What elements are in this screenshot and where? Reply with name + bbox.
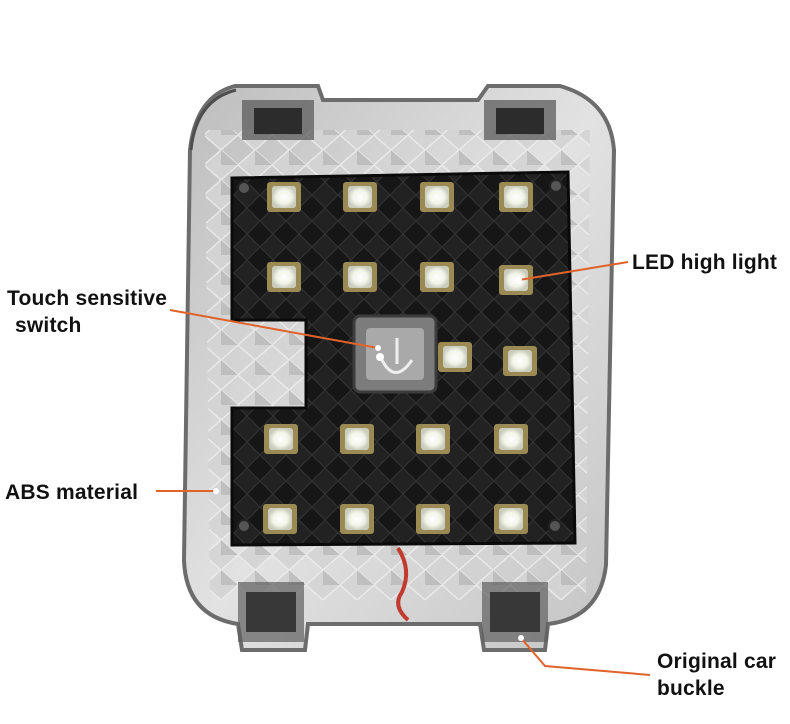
touch-switch [352, 314, 438, 394]
led-chip [267, 182, 301, 212]
callout-dot-led [516, 277, 522, 283]
led-chip [263, 504, 297, 534]
led-chip [420, 182, 454, 212]
led-chip [503, 346, 537, 376]
touch-switch-label: Touch sensitive switch [7, 285, 167, 339]
abs-material-label: ABS material [5, 479, 138, 506]
led-high-light-label: LED high light [632, 249, 777, 276]
led-chip [416, 424, 450, 454]
callout-dot-touch [375, 345, 381, 351]
power-wire [396, 546, 410, 622]
callout-dot-abs [213, 488, 219, 494]
led-chip [494, 424, 528, 454]
led-chip [499, 182, 533, 212]
touch-switch-text-line2: switch [15, 314, 82, 337]
led-array [263, 182, 537, 534]
callout-line-buckle [520, 637, 651, 676]
led-chip [343, 182, 377, 212]
led-chip [343, 262, 377, 292]
callout-line-led [518, 261, 629, 281]
bottom-clip-right [482, 582, 548, 642]
car-buckle-label: Original car buckle [657, 648, 776, 702]
car-buckle-text-line2: buckle [657, 677, 725, 700]
abs-material-text: ABS material [5, 481, 139, 504]
led-chip [494, 504, 528, 534]
led-chip [267, 262, 301, 292]
top-clip-right [484, 100, 556, 140]
car-buckle-text-line1: Original car [657, 650, 777, 673]
led-chip [264, 424, 298, 454]
led-chip [420, 262, 454, 292]
touch-switch-text-line1: Touch sensitive [7, 287, 168, 310]
led-chip [416, 504, 450, 534]
top-clip-left [242, 100, 314, 140]
led-chip [340, 424, 374, 454]
led-chip [438, 342, 472, 372]
led-high-light-text: LED high light [632, 251, 778, 274]
callout-line-touch [169, 309, 379, 349]
callout-dot-buckle [518, 635, 524, 641]
bottom-clip-left [238, 582, 304, 642]
callout-lines [156, 261, 651, 676]
led-chip [340, 504, 374, 534]
